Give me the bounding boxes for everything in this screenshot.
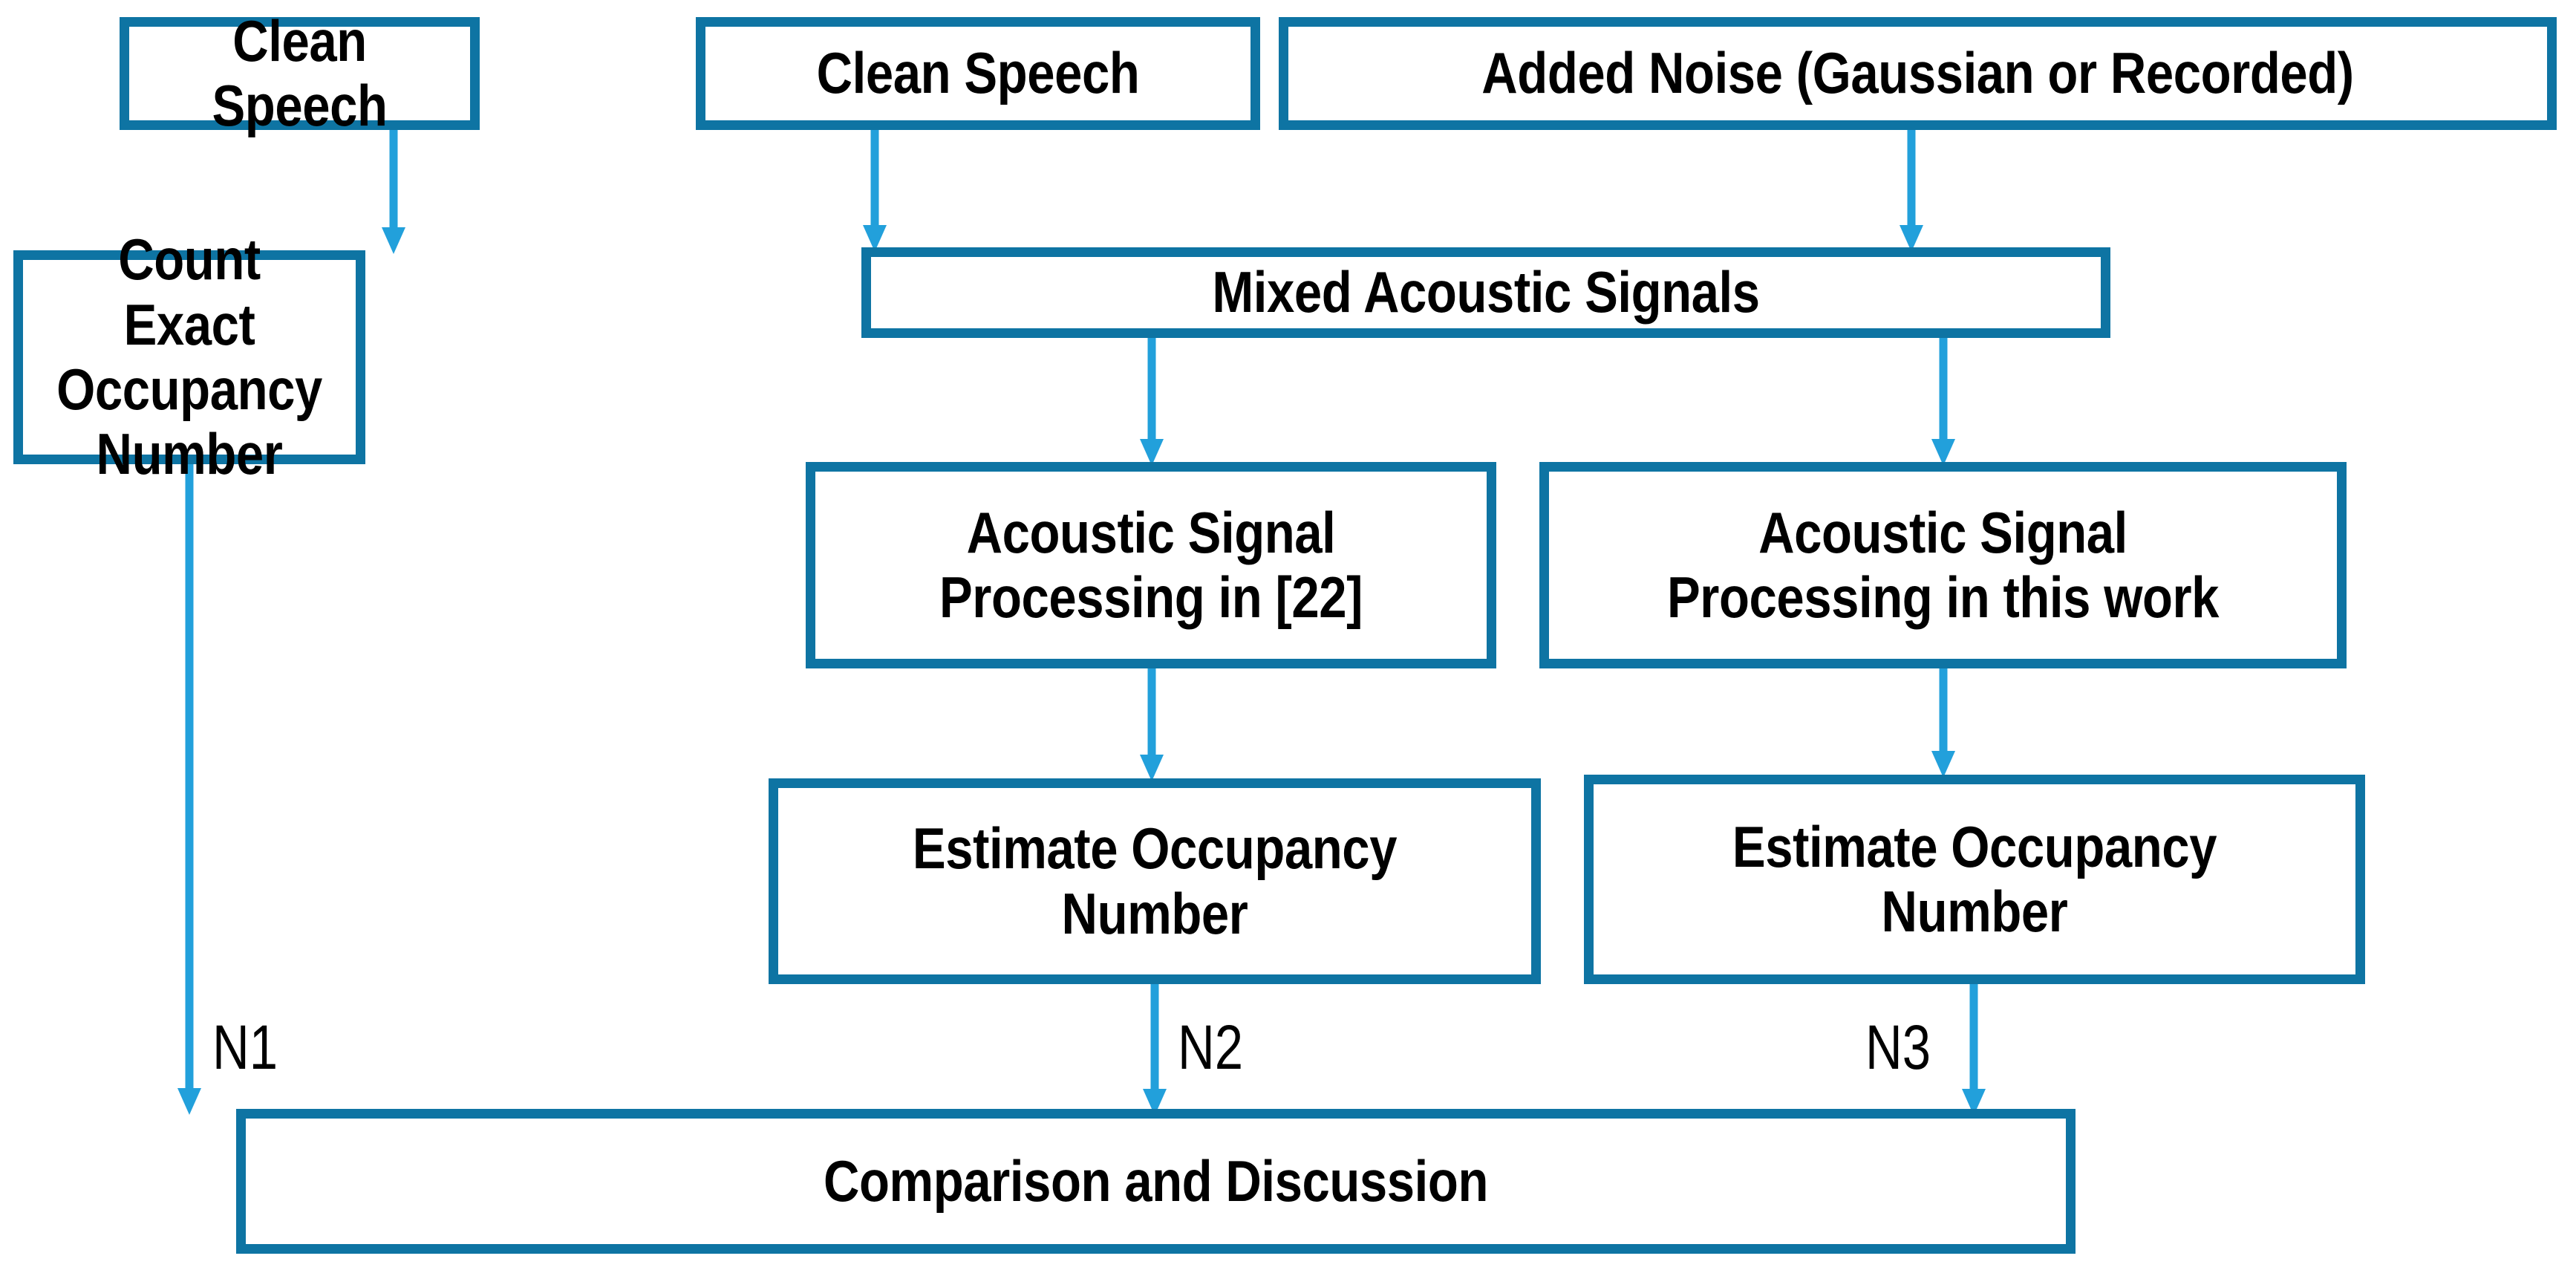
edge-label-n2: N2: [1178, 1016, 1257, 1078]
node-estimate-occupancy-right[interactable]: Estimate Occupancy Number: [1584, 775, 2365, 984]
arrow-estimate-mid-to-comparison: [1140, 979, 1170, 1119]
arrow-clean-speech-left-to-count-exact: [379, 126, 408, 256]
node-added-noise-label: Added Noise (Gaussian or Recorded): [1481, 40, 2354, 106]
arrow-asp-ref22-to-estimate-mid: [1137, 665, 1167, 784]
arrow-added-noise-to-mixed: [1897, 126, 1926, 254]
node-count-exact-occupancy[interactable]: Count Exact Occupancy Number: [13, 227, 365, 486]
node-added-noise[interactable]: Added Noise (Gaussian or Recorded): [1279, 17, 2557, 130]
edge-label-n3: N3: [1865, 1016, 1945, 1078]
node-clean-speech-left-label: Clean Speech: [212, 7, 388, 138]
edge-label-n2-text: N2: [1178, 1012, 1244, 1082]
node-clean-speech-mid[interactable]: Clean Speech: [696, 17, 1260, 130]
arrow-clean-speech-mid-to-mixed: [860, 126, 890, 254]
node-estimate-occupancy-mid-label: Estimate Occupancy Number: [912, 816, 1398, 946]
node-comparison-discussion[interactable]: Comparison and Discussion: [236, 1109, 2076, 1254]
node-count-exact-occupancy-label: Count Exact Occupancy Number: [56, 227, 322, 487]
edge-label-n3-text: N3: [1865, 1012, 1931, 1082]
arrow-mixed-to-asp-ref22: [1137, 334, 1167, 468]
arrow-asp-this-work-to-estimate-right: [1928, 665, 1958, 780]
node-clean-speech-mid-label: Clean Speech: [816, 40, 1140, 106]
edge-label-n1: N1: [212, 1016, 292, 1078]
arrow-estimate-right-to-comparison: [1959, 979, 1989, 1119]
node-estimate-occupancy-mid[interactable]: Estimate Occupancy Number: [769, 778, 1541, 984]
node-asp-ref22[interactable]: Acoustic Signal Processing in [22]: [806, 462, 1496, 668]
node-asp-this-work[interactable]: Acoustic Signal Processing in this work: [1539, 462, 2347, 668]
node-estimate-occupancy-right-label: Estimate Occupancy Number: [1732, 813, 2217, 944]
edge-label-n1-text: N1: [212, 1012, 278, 1082]
node-mixed-acoustic-signals[interactable]: Mixed Acoustic Signals: [861, 247, 2110, 338]
node-comparison-discussion-label: Comparison and Discussion: [823, 1148, 1488, 1214]
node-asp-ref22-label: Acoustic Signal Processing in [22]: [939, 499, 1363, 630]
arrow-mixed-to-asp-this-work: [1928, 334, 1958, 468]
node-clean-speech-left[interactable]: Clean Speech: [120, 8, 480, 138]
arrow-count-exact-to-comparison: [175, 457, 204, 1118]
node-mixed-acoustic-signals-label: Mixed Acoustic Signals: [1212, 259, 1760, 325]
node-asp-this-work-label: Acoustic Signal Processing in this work: [1666, 499, 2220, 630]
